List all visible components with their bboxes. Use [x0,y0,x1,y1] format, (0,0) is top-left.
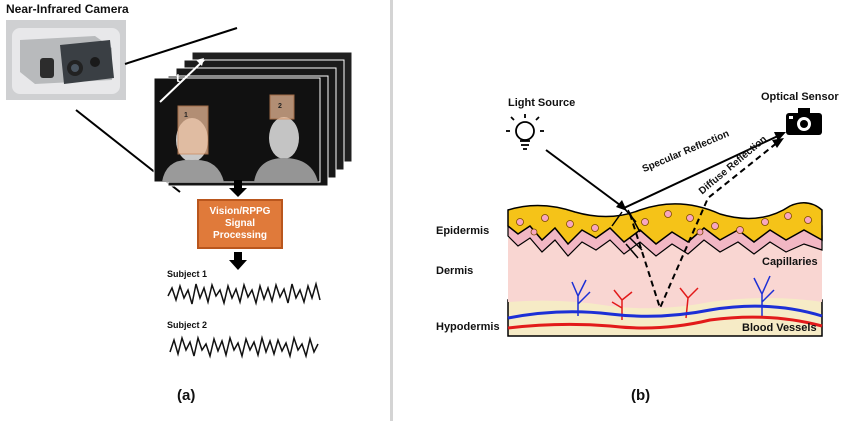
light-source-label: Light Source [508,97,576,109]
diffuse-path [629,141,779,311]
face-roi-1 [177,105,209,155]
caption-a: (a) [177,387,196,404]
time-arrow [159,59,205,103]
capillaries-red [611,287,699,320]
face-roi-2 [269,94,295,120]
panel-b-graphics [506,108,823,337]
capillaries-blue [571,275,775,316]
subject-2-label: Subject 2 [167,320,208,330]
lightbulb-icon [506,114,544,150]
processing-box: Vision/RPPG Signal Processing [197,199,283,249]
subject-1-label: Subject 1 [167,269,208,279]
arrow-to-processing [229,180,247,197]
incident-ray [545,149,625,209]
waveform-subject-1 [167,281,321,306]
waveform-subject-2 [169,335,319,359]
blood-vessels-label: Blood Vessels [742,322,817,334]
vein-vessel [507,304,823,320]
camera-label: Near-Infrared Camera [6,2,129,16]
camera-image [6,20,126,100]
dermis-layer [508,238,822,309]
frame-stack: t 1 2 [153,51,353,187]
specular-ray [623,134,781,209]
processing-line-3: Processing [213,230,267,241]
hypodermis-label: Hypodermis [436,321,500,333]
epidermis-cells [516,210,812,236]
artery-vessel [507,315,823,330]
capillaries-label: Capillaries [762,256,818,268]
panel-divider [390,0,393,421]
panel-a-graphics: t 1 2 [6,20,353,359]
processing-line-2: Signal [224,218,255,229]
optical-sensor-label: Optical Sensor [761,91,839,103]
time-label: t [176,71,180,85]
caption-b: (b) [631,387,651,404]
epidermis-layer [507,202,823,246]
processing-line-1: Vision/RPPG [209,206,271,217]
arrow-to-signals [229,252,247,270]
camera-icon [786,108,822,135]
face-id-2: 2 [278,103,282,110]
epidermis-label: Epidermis [436,225,490,237]
dermis-label: Dermis [436,265,474,277]
projection-line-top [124,27,238,65]
face-id-1: 1 [184,112,188,119]
